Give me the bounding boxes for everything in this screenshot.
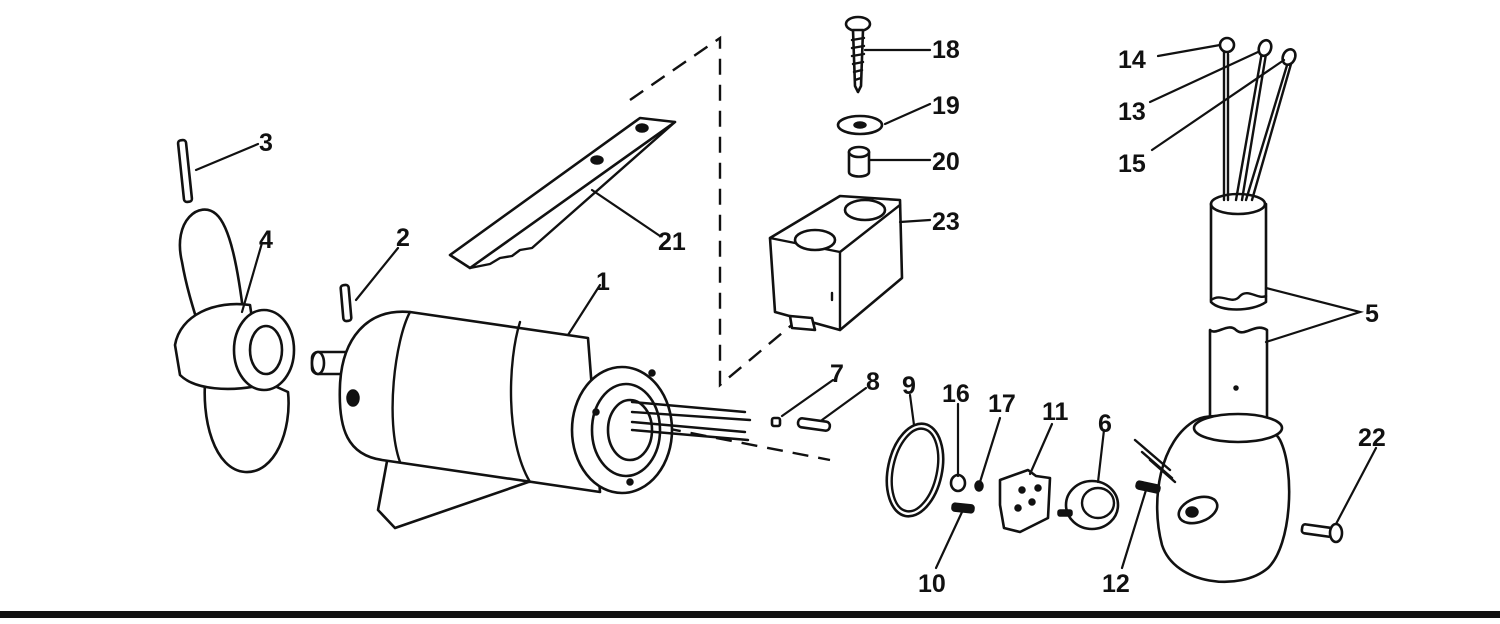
callout-10: 10 bbox=[918, 570, 946, 598]
callout-17: 17 bbox=[988, 390, 1016, 418]
part-22-bolt bbox=[1300, 522, 1344, 544]
part-17-nut bbox=[974, 480, 984, 492]
part-5-steering-tube bbox=[1208, 192, 1269, 420]
part-7-bushing bbox=[770, 416, 782, 428]
part-16-washer bbox=[949, 473, 967, 493]
callout-12: 12 bbox=[1102, 570, 1130, 598]
callout-22: 22 bbox=[1358, 424, 1386, 452]
callout-9: 9 bbox=[902, 372, 916, 400]
assembly-guide-lines bbox=[629, 35, 831, 462]
bottom-border-rule bbox=[0, 611, 1500, 618]
part-11-brush-plate bbox=[998, 468, 1052, 534]
callout-21: 21 bbox=[658, 228, 686, 256]
lead-wires bbox=[1218, 36, 1297, 202]
leader-lines bbox=[194, 43, 1378, 570]
callout-23: 23 bbox=[932, 208, 960, 236]
part-21-bracket bbox=[448, 116, 677, 270]
part-8-pin bbox=[796, 417, 832, 432]
part-23-clamp-block bbox=[768, 194, 904, 332]
callout-1: 1 bbox=[596, 268, 610, 296]
callout-6: 6 bbox=[1098, 410, 1112, 438]
callout-11: 11 bbox=[1042, 398, 1069, 426]
part-2-pin bbox=[339, 283, 353, 323]
part-1-motor bbox=[310, 310, 752, 530]
part-9-o-ring bbox=[885, 422, 945, 518]
callout-7: 7 bbox=[830, 360, 844, 388]
part-12-screw bbox=[1135, 480, 1161, 494]
lower-unit-housing bbox=[1133, 412, 1291, 584]
callout-8: 8 bbox=[866, 368, 880, 396]
callout-14: 14 bbox=[1118, 46, 1146, 74]
callout-19: 19 bbox=[932, 92, 960, 120]
callout-18: 18 bbox=[932, 36, 960, 64]
callout-2: 2 bbox=[396, 224, 410, 252]
callout-5: 5 bbox=[1365, 300, 1379, 328]
callout-16: 16 bbox=[942, 380, 970, 408]
callout-15: 15 bbox=[1118, 150, 1146, 178]
callout-13: 13 bbox=[1118, 98, 1146, 126]
callout-20: 20 bbox=[932, 148, 960, 176]
part-6-end-cap bbox=[1057, 479, 1120, 531]
callout-4: 4 bbox=[259, 226, 273, 254]
part-19-washer bbox=[836, 114, 884, 136]
part-18-screw bbox=[844, 15, 872, 94]
part-4-propeller bbox=[173, 208, 296, 474]
callout-labels: 1 2 3 4 5 6 7 8 9 10 11 12 13 14 15 16 1… bbox=[259, 36, 1386, 598]
part-20-sleeve bbox=[847, 145, 871, 178]
callout-3: 3 bbox=[259, 129, 273, 157]
part-3-pin bbox=[176, 138, 194, 204]
